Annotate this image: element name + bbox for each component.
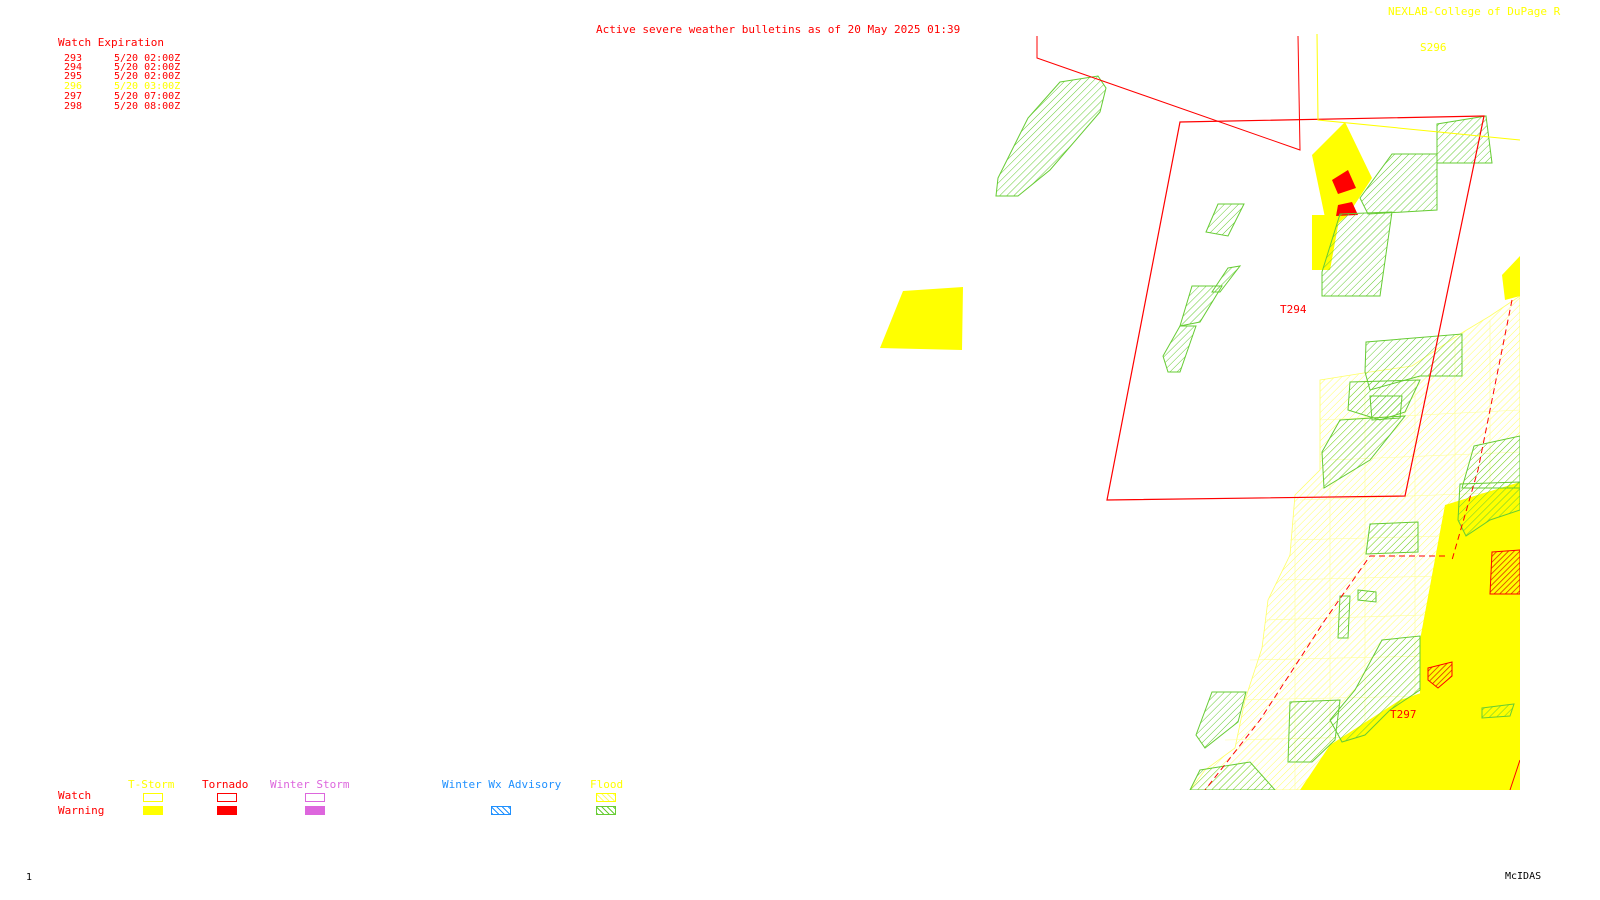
flood-warning-polygon[interactable] [1321,211,1393,297]
flood-warning-polygon[interactable] [1287,699,1341,763]
watch-expires: 5/20 02:00Z [114,62,181,73]
watch-row: 293 5/20 02:00Z [64,54,180,64]
watch-number: 298 [64,101,83,112]
tornado-warning-polygon[interactable] [1336,202,1358,216]
tornado-warning-polygon[interactable] [1489,549,1520,595]
watch-label-t297: T297 [1390,708,1417,721]
flood-warning-polygon[interactable] [1436,115,1493,164]
tornado-warning-polygon[interactable] [1332,170,1356,194]
watch-number: 295 [64,71,83,82]
watch-297-outline[interactable] [1204,555,1445,790]
legend-warning-row-label: Warning [58,804,105,817]
tstorm-warning-polygon[interactable] [1502,256,1520,300]
legend-winter-storm-warning-swatch [305,806,325,815]
watch-296-outline[interactable] [1316,33,1520,141]
legend-tstorm-watch-swatch [143,793,163,802]
flood-warning-polygon[interactable] [1359,153,1438,215]
software-label: McIDAS [1505,871,1542,882]
legend-watch-row-label: Watch [58,789,92,802]
flood-warning-polygon[interactable] [1337,595,1351,639]
legend-tornado-label: Tornado [202,778,249,791]
legend-winter-storm-watch-swatch [305,793,325,802]
watch-boundary-line [1509,759,1520,790]
frame-number: 1 [26,872,33,883]
watch-number: 296 [64,81,83,92]
flood-warning-polygon[interactable] [1321,415,1407,489]
legend-tstorm-label: T-Storm [128,778,175,791]
flood-warning-polygon[interactable] [1189,761,1276,790]
watch-label-s296: S296 [1420,41,1447,54]
legend-tstorm-warning-swatch [143,806,163,815]
legend-flood-label: Flood [590,778,624,791]
bulletin-title: Active severe weather bulletins as of 20… [596,23,961,36]
tstorm-warning-polygon[interactable] [880,287,963,350]
watch-expires: 5/20 07:00Z [114,91,181,102]
watch-number: 297 [64,91,83,102]
tornado-warning-polygon[interactable] [1427,661,1453,689]
flood-warning-polygon[interactable] [1179,285,1223,327]
flood-warning-polygon[interactable] [1365,521,1419,555]
tstorm-warning-polygon[interactable] [1312,215,1340,270]
watch-number: 293 [64,53,83,64]
watch-boundary-line [1036,35,1301,151]
watch-row: 297 5/20 07:00Z [64,92,180,102]
legend-flood-warning-swatch [596,806,616,815]
watch-expires: 5/20 08:00Z [114,101,181,112]
watch-label-t294: T294 [1280,303,1307,316]
watch-expires: 5/20 02:00Z [114,53,181,64]
legend-winter-storm-label: Winter Storm [270,778,350,791]
flood-warning-polygon[interactable] [1457,481,1520,537]
flood-warning-polygon[interactable] [1481,703,1515,719]
tstorm-warning-polygon[interactable] [1300,690,1520,790]
tornado-watch-294-outline[interactable] [1106,115,1485,501]
flood-warning-polygon[interactable] [1162,325,1197,373]
legend-flood-watch-swatch [596,793,616,802]
legend-tornado-warning-swatch [217,806,237,815]
legend-winter-advisory-label: Winter Wx Advisory [442,778,562,791]
flood-warning-polygon[interactable] [1329,635,1421,743]
legend-winter-advisory-swatch [491,806,511,815]
flood-warning-polygon[interactable] [1461,435,1520,489]
flood-warning-polygon[interactable] [995,75,1107,197]
watch-297-outline[interactable] [1451,299,1513,561]
watch-number: 294 [64,62,83,73]
flood-warning-polygon[interactable] [1205,203,1245,237]
flood-warning-polygon[interactable] [1195,691,1247,749]
watch-row: 294 5/20 02:00Z [64,63,180,73]
watch-expiration-heading: Watch Expiration [58,36,164,49]
watch-expires: 5/20 02:00Z [114,71,181,82]
watch-row: 296 5/20 03:00Z [64,82,180,92]
watch-row: 295 5/20 02:00Z [64,72,180,82]
flood-warning-polygon[interactable] [1357,589,1377,603]
legend-tornado-watch-swatch [217,793,237,802]
credit-label: NEXLAB-College of DuPage R [1388,5,1561,18]
watch-expires: 5/20 03:00Z [114,81,181,92]
watch-row: 298 5/20 08:00Z [64,102,180,112]
flood-warning-polygon[interactable] [1364,333,1463,391]
